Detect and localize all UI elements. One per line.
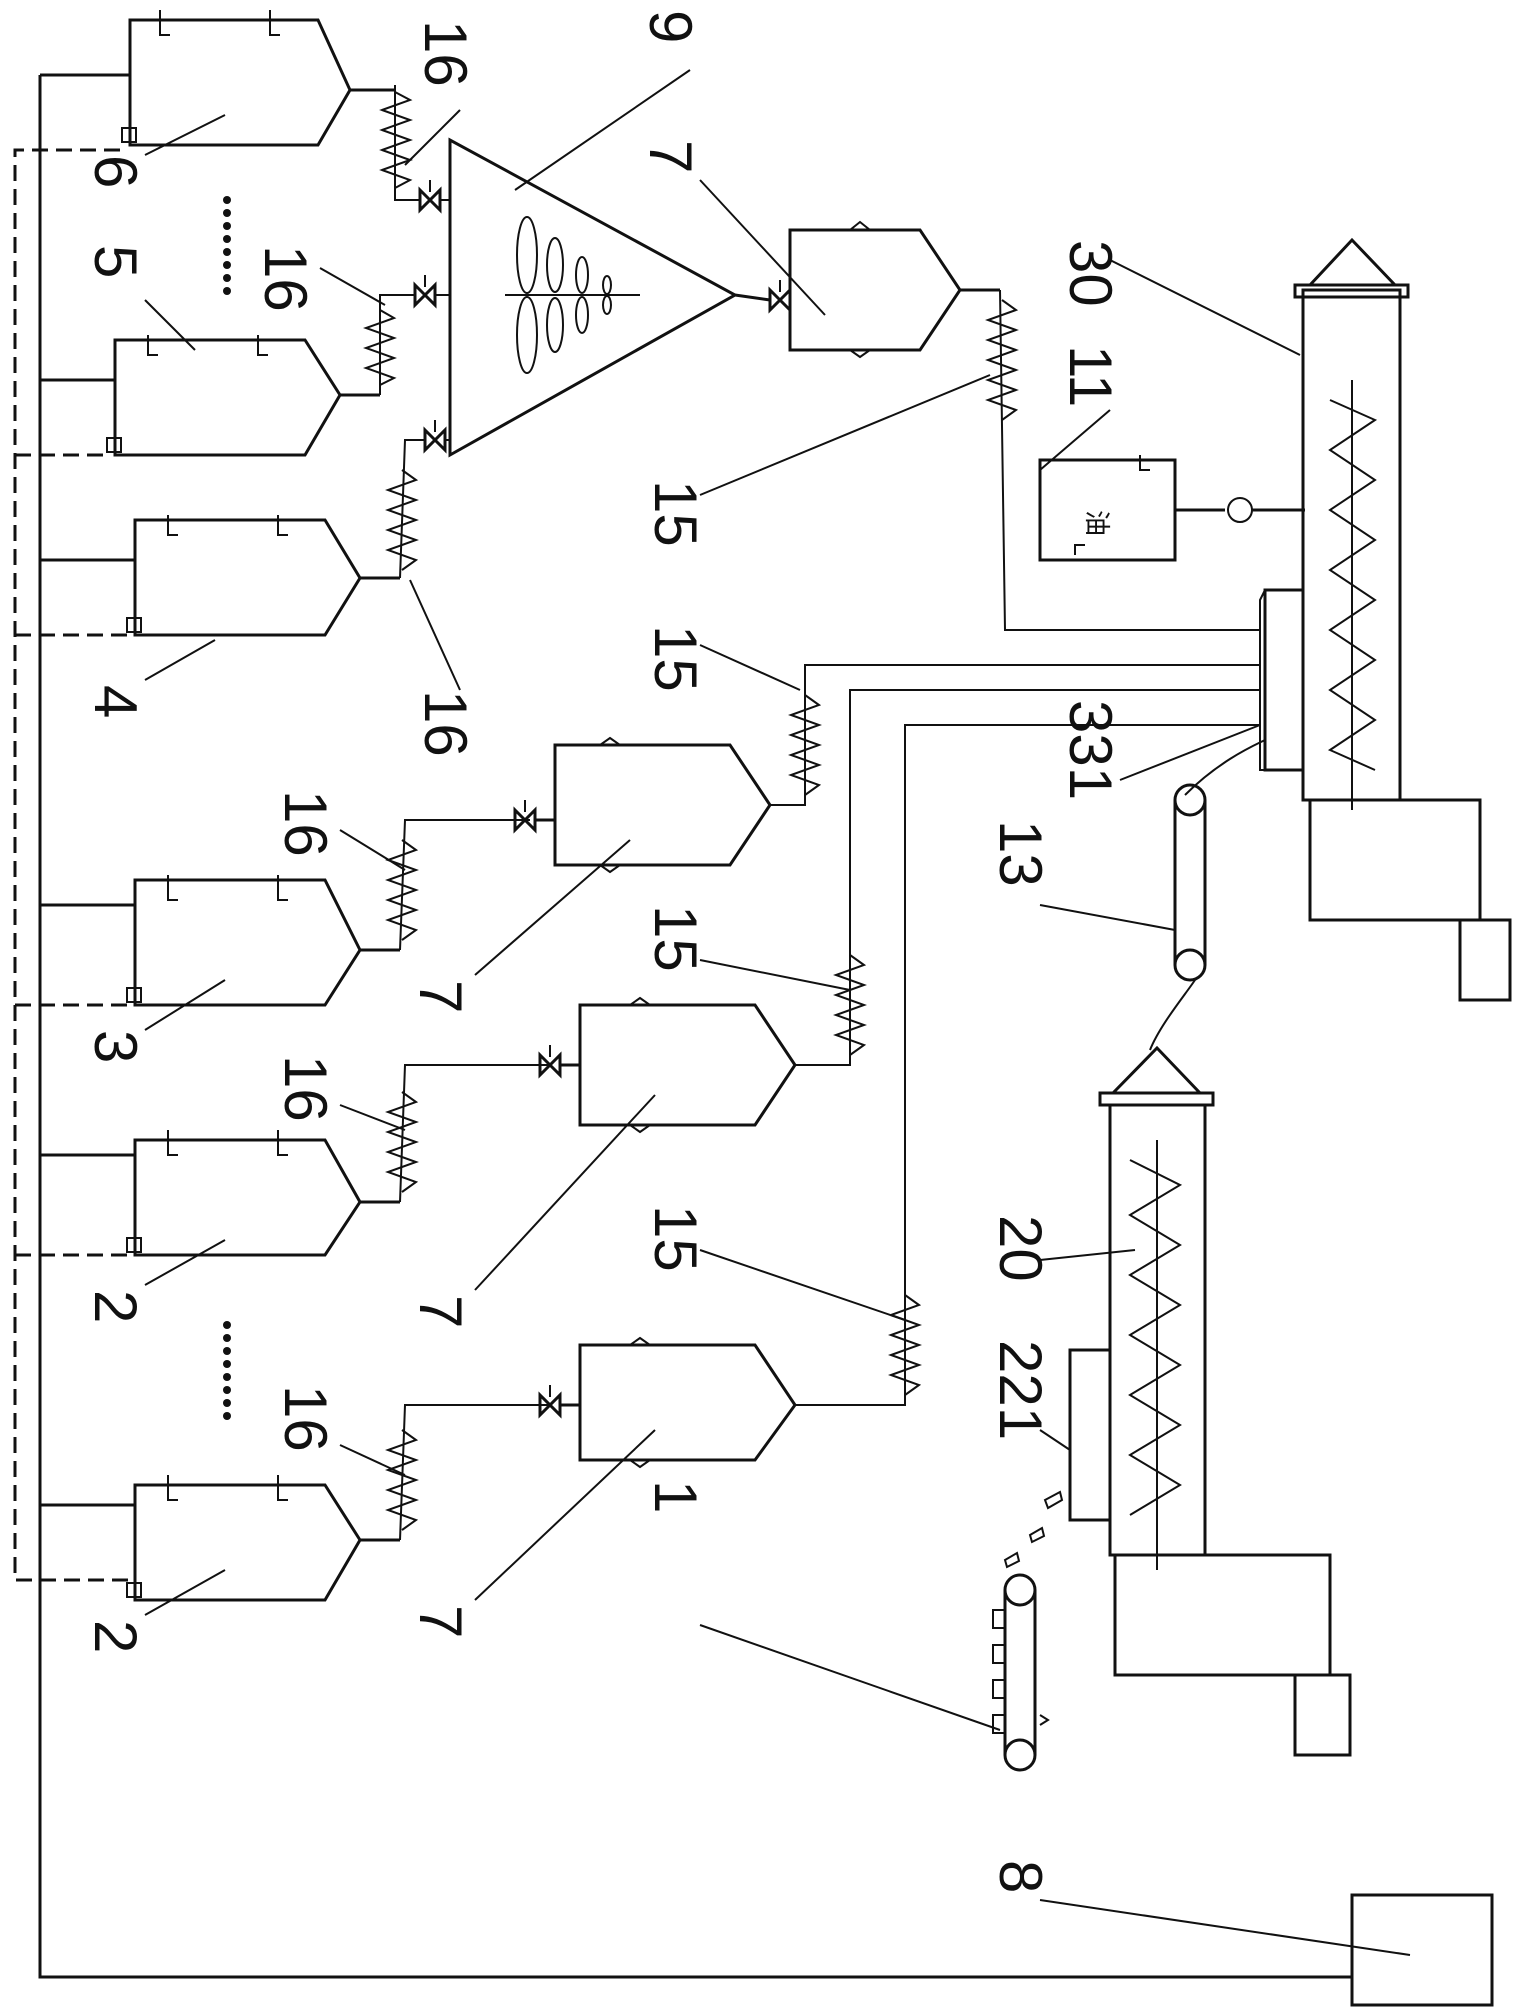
- label-13: 13: [987, 820, 1054, 887]
- label-7-top: 7: [637, 140, 704, 173]
- silo-2-lower: [127, 1475, 400, 1600]
- label-7-hopper1: 7: [407, 1605, 474, 1638]
- label-331: 331: [1057, 700, 1124, 800]
- ellipsis-dots-lower: [223, 1321, 231, 1420]
- label-16-d: 16: [272, 790, 339, 857]
- label-16-e: 16: [272, 1055, 339, 1122]
- label-15-hopper2: 15: [642, 905, 709, 972]
- screw-conveyor-16-silo5: [366, 295, 415, 395]
- valve-mixer-lower: [425, 420, 445, 450]
- label-5: 5: [82, 245, 149, 278]
- label-16-b: 16: [252, 245, 319, 312]
- label-4: 4: [82, 685, 149, 718]
- valve-hopper-3: [515, 800, 535, 830]
- silo-5: [107, 335, 380, 455]
- hopper-7-top: [790, 222, 1000, 357]
- silo-6: [122, 10, 395, 145]
- screw-conveyor-16-silo2-upper: [388, 1065, 550, 1202]
- label-3: 3: [82, 1030, 149, 1063]
- label-15-top: 15: [642, 480, 709, 547]
- hopper-7-1: [560, 1338, 795, 1467]
- valve-hopper-1: [540, 1385, 560, 1415]
- belt-conveyor-13: [1150, 740, 1265, 1050]
- control-lines: [15, 75, 1352, 1977]
- screw-conveyor-16-silo6: [382, 85, 420, 200]
- screw-conveyor-16-silo2-lower: [388, 1405, 550, 1540]
- valve-hopper-2: [540, 1045, 560, 1075]
- label-8: 8: [987, 1860, 1054, 1893]
- falling-pellets: [1005, 1492, 1062, 1567]
- label-16-f: 16: [272, 1385, 339, 1452]
- label-7-hopper3: 7: [407, 980, 474, 1013]
- mixer-9: [435, 140, 770, 455]
- label-11: 11: [1057, 345, 1124, 407]
- label-2-lower: 2: [82, 1620, 149, 1653]
- silo-4: [127, 515, 400, 635]
- label-9: 9: [637, 10, 704, 43]
- hopper-7-2: [560, 998, 795, 1132]
- silo-2-upper: [127, 1130, 400, 1255]
- label-30: 30: [1057, 240, 1124, 307]
- valve-mixer-middle: [415, 275, 435, 305]
- screw-conveyor-16-silo3: [388, 820, 530, 950]
- valve-mixer-upper: [420, 180, 440, 210]
- silo-3: [127, 875, 400, 1005]
- ellipsis-dots-upper: [223, 196, 231, 295]
- label-6: 6: [82, 155, 149, 188]
- label-15-hopper3: 15: [642, 625, 709, 692]
- feed-conveyor-1: [993, 1575, 1048, 1770]
- label-15-hopper1: 15: [642, 1205, 709, 1272]
- oil-tank-label: 油: [1082, 510, 1112, 536]
- extruder-20: [1070, 1048, 1350, 1755]
- label-2-upper: 2: [82, 1290, 149, 1323]
- oil-tank-11: 油: [1040, 455, 1305, 560]
- label-1: 1: [642, 1480, 709, 1513]
- label-16-c: 16: [412, 690, 479, 757]
- label-20: 20: [987, 1215, 1054, 1282]
- label-221: 221: [987, 1340, 1054, 1440]
- hopper-7-3: [535, 738, 770, 872]
- leader-lines: [145, 70, 1410, 1955]
- label-7-hopper2: 7: [407, 1295, 474, 1328]
- label-16-a: 16: [412, 20, 479, 87]
- valve-mixer-outlet: [770, 280, 790, 310]
- screw-conveyor-16-silo4: [388, 440, 425, 578]
